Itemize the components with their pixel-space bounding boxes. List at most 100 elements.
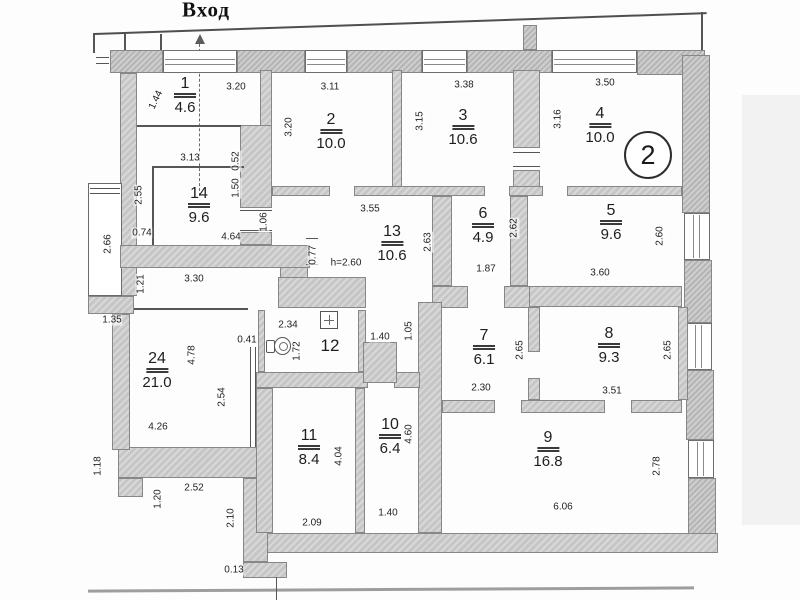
entrance-door-opening <box>163 50 237 73</box>
dim-r24-height1: 4.78 <box>186 344 198 366</box>
dim-r2-height: 3.20 <box>283 116 295 138</box>
wall-segment <box>394 372 420 388</box>
dim-r8-height: 2.65 <box>662 339 674 361</box>
room-area: 21.0 <box>142 374 172 391</box>
dim-r3-width: 3.38 <box>453 79 475 91</box>
room-area: 8.4 <box>298 451 320 468</box>
room-area: 6.4 <box>379 440 401 457</box>
room-area: 10.0 <box>585 129 615 146</box>
dim-r10-height: 4.60 <box>403 423 415 445</box>
dim-r7-height: 2.65 <box>514 339 526 361</box>
wall-segment <box>567 186 682 196</box>
room-number: 14 <box>190 185 208 202</box>
wall-pillar <box>682 55 710 213</box>
room-label-7: 7 6.1 <box>473 328 495 368</box>
area-divider <box>600 220 622 225</box>
wall-segment <box>363 342 397 383</box>
room-number: 3 <box>458 107 468 124</box>
wall-segment <box>504 286 530 308</box>
wall-pillar <box>467 50 552 73</box>
room-label-5: 5 9.6 <box>600 203 622 243</box>
dim-r6-width: 1.87 <box>475 263 497 275</box>
toilet-icon <box>266 336 292 357</box>
dim-r6-height: 2.62 <box>508 217 520 239</box>
wall-segment <box>509 186 543 196</box>
dim-r10-width: 1.40 <box>377 507 399 519</box>
wall-segment <box>118 478 143 497</box>
dim-r13-width: 3.55 <box>359 203 381 215</box>
room-number: 1 <box>180 75 190 92</box>
dim-r5-height: 2.60 <box>654 225 666 247</box>
dim-r14-height: 2.55 <box>133 184 145 206</box>
room-label-12: 12 <box>321 337 340 354</box>
partition-line <box>152 166 244 168</box>
room-number: 5 <box>606 202 616 219</box>
dim-hall-b: 1.40 <box>369 331 391 343</box>
dim-r11-width: 2.09 <box>301 517 323 529</box>
area-divider <box>451 125 474 130</box>
scan-shade <box>742 95 800 525</box>
room-label-4: 4 10.0 <box>585 106 614 146</box>
dim-r14-c: 0.52 <box>230 150 242 172</box>
dim-sw-b: 1.20 <box>152 488 164 510</box>
area-divider <box>145 368 168 373</box>
wall-segment <box>354 186 485 196</box>
wall-segment <box>243 562 287 578</box>
area-divider <box>174 93 196 98</box>
dim-r24-width: 3.30 <box>183 273 205 285</box>
dim-r8-width: 3.51 <box>601 385 623 397</box>
window <box>684 213 710 260</box>
room-area: 6.1 <box>473 351 495 368</box>
area-divider <box>379 434 401 439</box>
area-divider <box>473 345 495 350</box>
dim-r9-height: 2.78 <box>651 455 663 477</box>
room-number: 9 <box>543 429 553 446</box>
entrance-label: Вход <box>182 0 230 22</box>
dim-sw-e: 0.13 <box>223 564 245 576</box>
dim-r1-height: 1.44 <box>146 87 166 113</box>
porch-post <box>124 34 126 51</box>
room-label-1: 1 4.6 <box>174 76 196 116</box>
window-line <box>90 193 120 194</box>
dim-r24-c: 0.41 <box>236 334 258 346</box>
room-number: 7 <box>479 327 489 344</box>
dim-r3-height: 3.15 <box>414 110 426 132</box>
room-label-6: 6 4.9 <box>472 206 494 246</box>
area-divider <box>380 241 403 246</box>
wall-segment <box>442 400 495 413</box>
room-area: 9.3 <box>598 349 620 366</box>
area-divider <box>598 343 620 348</box>
partition-line <box>134 308 248 310</box>
room-area: 16.8 <box>533 453 563 470</box>
wall-segment <box>528 286 682 307</box>
door-line <box>513 166 540 167</box>
room-area: 4.9 <box>472 229 494 246</box>
floor-number-badge: 2 <box>624 131 672 179</box>
dim-balcony-b: 1.35 <box>101 314 123 326</box>
wall-segment <box>510 196 528 286</box>
wall-pillar <box>110 50 163 73</box>
wall-segment <box>355 388 365 533</box>
room-area: 10.0 <box>316 135 346 152</box>
window <box>552 50 637 73</box>
sink-icon <box>320 311 338 329</box>
wall-segment <box>256 388 273 533</box>
dim-balcony-a: 2.66 <box>102 233 114 255</box>
dim-sw-c: 2.52 <box>183 482 205 494</box>
room-label-13: 13 10.6 <box>377 224 406 264</box>
dim-r13-height: 2.63 <box>422 231 434 253</box>
dim-r1-width: 3.20 <box>225 81 247 93</box>
window <box>305 50 347 73</box>
dim-sw-a: 1.18 <box>92 455 104 477</box>
room-label-11: 11 8.4 <box>298 428 320 468</box>
wall-pillar <box>347 50 422 73</box>
niche-line <box>306 238 318 239</box>
wall-segment <box>513 170 540 187</box>
dim-r24-height2: 2.54 <box>216 386 228 408</box>
wall-segment <box>418 302 442 533</box>
entrance-arrow-shaft <box>199 44 200 196</box>
window-line <box>96 57 109 58</box>
wall-segment <box>112 314 130 450</box>
dim-r4-width: 3.50 <box>594 77 616 89</box>
area-divider <box>472 223 494 228</box>
